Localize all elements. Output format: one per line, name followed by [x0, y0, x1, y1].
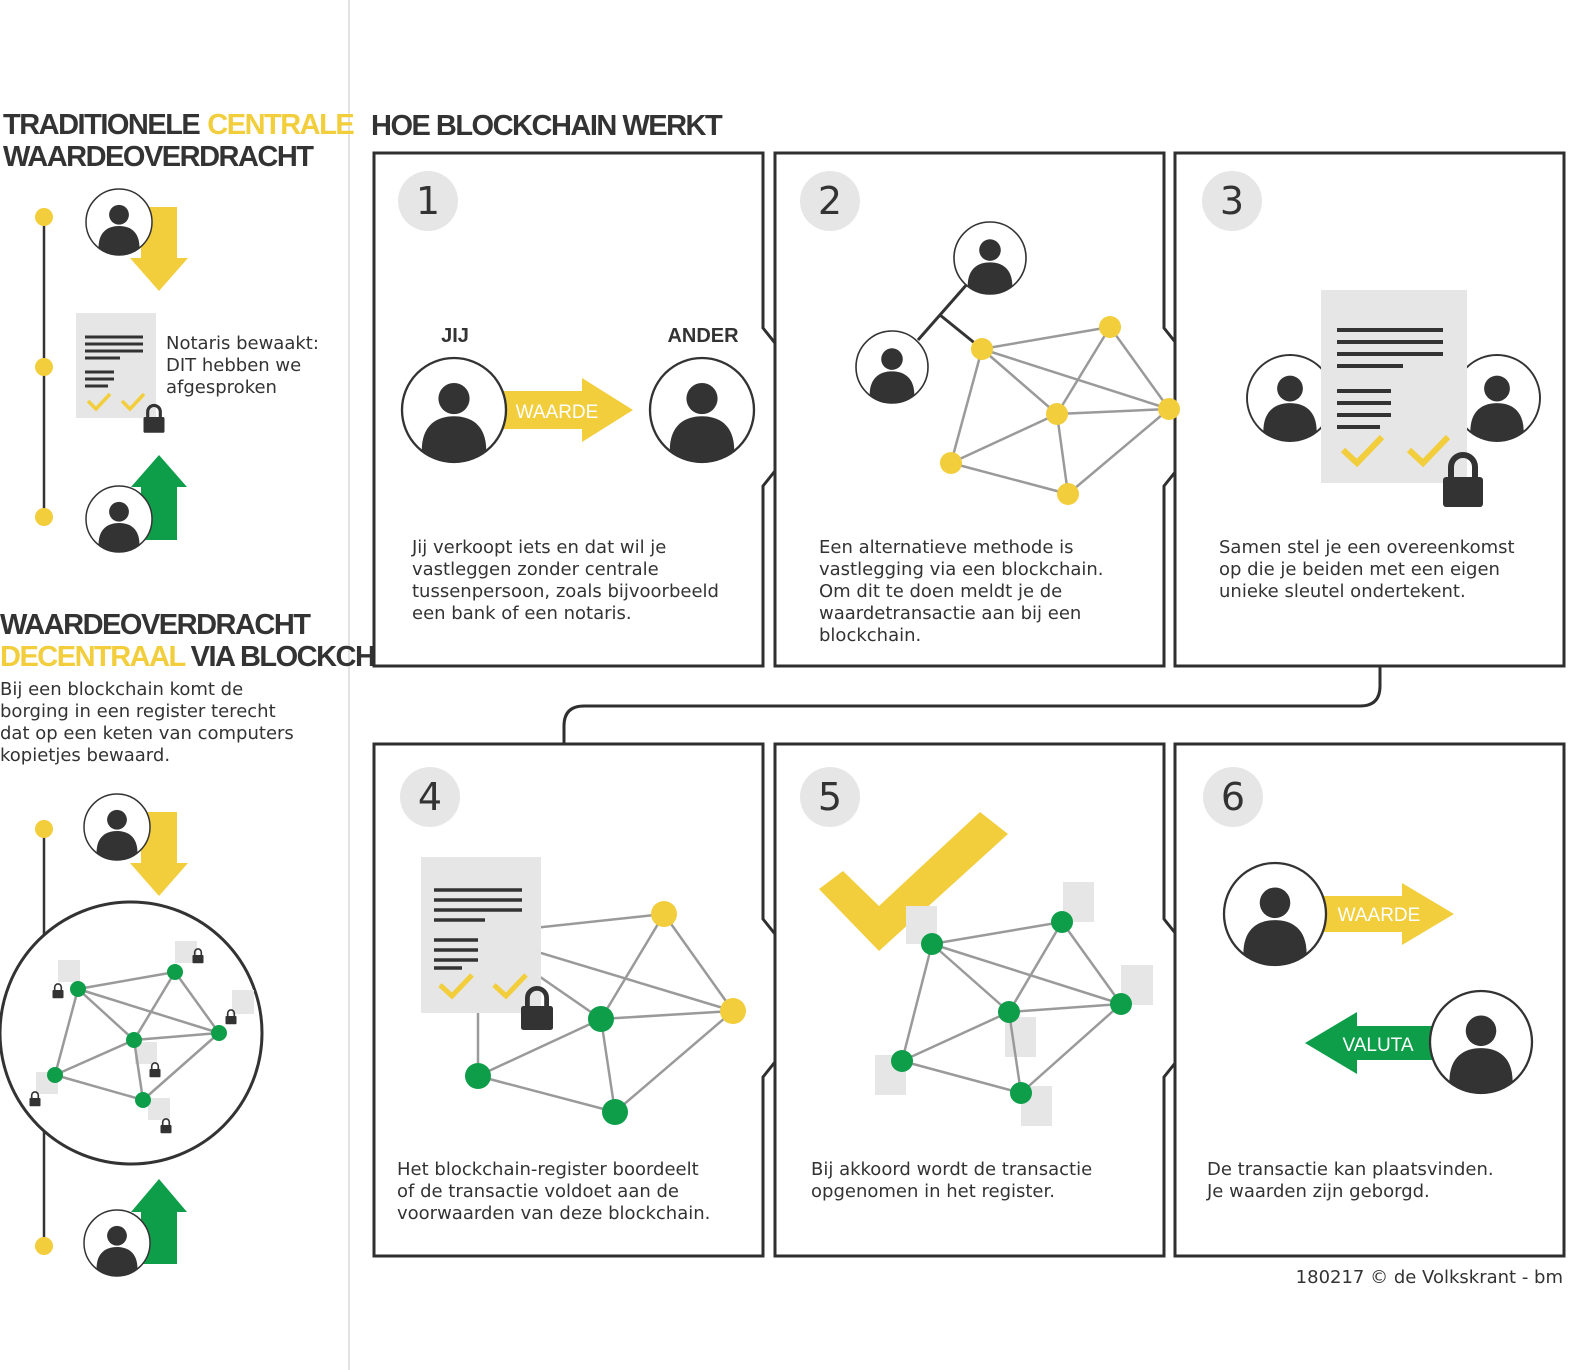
step-2-text-line: blockchain.: [819, 625, 921, 646]
valuta-arrow-label: VALUTA: [1342, 1035, 1413, 1056]
arrow-left-green: [1305, 1012, 1440, 1074]
step-1-text-line: vastleggen zonder centrale: [412, 559, 659, 580]
step-1-text-line: Jij verkoopt iets en dat wil je: [411, 537, 666, 558]
person-icon: [402, 358, 506, 462]
step-1-illustration: JIJ ANDER WAARDE: [402, 325, 754, 462]
step-2-illustration: [856, 222, 1180, 505]
step-badges: 1 2 3 4 5 6: [398, 171, 1263, 827]
step-6-text-line: Je waarden zijn geborgd.: [1206, 1181, 1430, 1202]
waarde-arrow-label: WAARDE: [516, 402, 599, 423]
jij-label: JIJ: [441, 325, 469, 347]
step-3-illustration: [1247, 290, 1540, 507]
step-2-text-line: Om dit te doen meldt je de: [819, 581, 1062, 602]
notary-line-2: DIT hebben we: [166, 355, 301, 376]
step-3-text-line: unieke sleutel ondertekent.: [1219, 581, 1466, 602]
step-1-text-line: tussenpersoon, zoals bijvoorbeeld: [412, 581, 719, 602]
person-icon: [84, 794, 150, 860]
timeline-dot: [35, 820, 53, 838]
notary-line-3: afgesproken: [166, 377, 277, 398]
step-5-text: Bij akkoord wordt de transactie opgenome…: [811, 1159, 1092, 1202]
step-2-text-line: vastlegging via een blockchain.: [819, 559, 1104, 580]
person-icon: [1430, 991, 1532, 1093]
step-4-illustration: [421, 857, 746, 1125]
step-2-text: Een alternatieve methode is vastlegging …: [819, 537, 1104, 646]
traditional-subtitle: WAARDEOVERDRACHT: [3, 141, 314, 173]
arrow-right-yellow: [500, 378, 633, 442]
person-icon: [856, 331, 928, 403]
step-3-text-line: op die je beiden met een eigen: [1219, 559, 1500, 580]
timeline-dot: [35, 508, 53, 526]
decentral-title: WAARDEOVERDRACHT: [0, 609, 311, 641]
step-2-text-line: waardetransactie aan bij een: [819, 603, 1081, 624]
person-icon: [86, 189, 152, 255]
step-4-number: 4: [418, 775, 442, 819]
person-icon: [86, 486, 152, 552]
person-icon: [84, 1210, 150, 1276]
step-5-text-line: opgenomen in het register.: [811, 1181, 1055, 1202]
contract-document-icon: [1321, 290, 1483, 507]
person-icon: [650, 358, 754, 462]
step-1-number: 1: [416, 179, 440, 223]
step-6-text: De transactie kan plaatsvinden. Je waard…: [1206, 1159, 1494, 1202]
person-icon: [1247, 355, 1333, 441]
step-3-text: Samen stel je een overeenkomst op die je…: [1219, 537, 1515, 602]
main-title: HOE BLOCKCHAIN WERKT: [371, 110, 723, 142]
arrow-right-yellow: [1318, 883, 1454, 945]
step-3-text-line: Samen stel je een overeenkomst: [1219, 537, 1515, 558]
step-4-text-line: voorwaarden van deze blockchain.: [397, 1203, 710, 1224]
notary-line-1: Notaris bewaakt:: [166, 333, 319, 354]
step-6-number: 6: [1221, 775, 1245, 819]
decentral-desc-3: dat op een keten van computers: [0, 723, 294, 744]
person-icon: [1224, 863, 1326, 965]
step-5-text-line: Bij akkoord wordt de transactie: [811, 1159, 1092, 1180]
timeline-dot: [35, 208, 53, 226]
decentral-desc-4: kopietjes bewaard.: [0, 745, 170, 766]
step-5-illustration: [819, 812, 1153, 1126]
waarde-arrow-label: WAARDE: [1338, 905, 1421, 926]
row-connector: [562, 666, 1382, 744]
step-4-text: Het blockchain-register boordeelt of de …: [397, 1159, 710, 1224]
step-1-text: Jij verkoopt iets en dat wil je vastlegg…: [411, 537, 719, 624]
timeline-dot: [35, 1237, 53, 1255]
step-2-number: 2: [818, 179, 842, 223]
notary-document-icon: [76, 313, 165, 433]
step-4-text-line: Het blockchain-register boordeelt: [397, 1159, 699, 1180]
step-3-number: 3: [1220, 179, 1244, 223]
step-6-illustration: WAARDE VALUTA: [1224, 863, 1532, 1093]
network-globe: [0, 900, 264, 1166]
step-5-number: 5: [818, 775, 842, 819]
decentral-desc-1: Bij een blockchain komt de: [0, 679, 243, 700]
step-4-text-line: of de transactie voldoet aan de: [397, 1181, 679, 1202]
step-2-text-line: Een alternatieve methode is: [819, 537, 1074, 558]
person-icon: [954, 222, 1026, 294]
step-6-text-line: De transactie kan plaatsvinden.: [1207, 1159, 1494, 1180]
step-1-text-line: een bank of een notaris.: [412, 603, 632, 624]
ander-label: ANDER: [667, 325, 739, 347]
decentral-desc-2: borging in een register terecht: [0, 701, 276, 722]
timeline-dot: [35, 358, 53, 376]
register-document-icon: [421, 857, 553, 1030]
big-check-icon: [819, 812, 1008, 951]
credit-line: 180217 © de Volkskrant - bm: [1296, 1267, 1563, 1288]
